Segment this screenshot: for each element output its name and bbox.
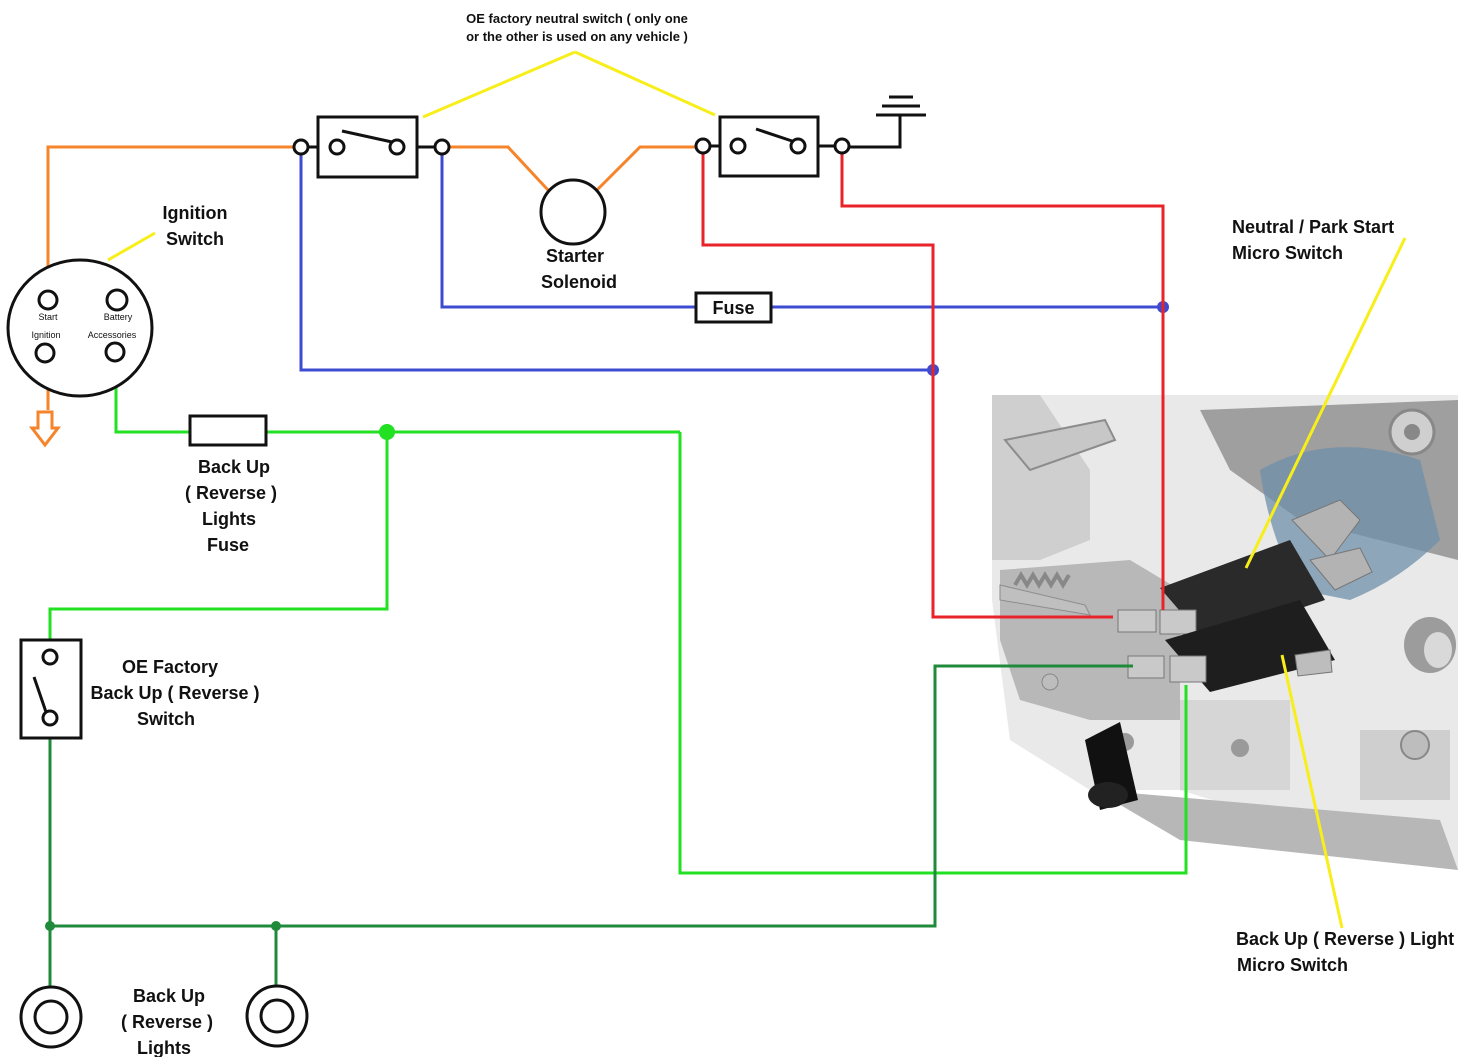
oe-backup-label-line2: Back Up ( Reverse ): [90, 683, 259, 703]
oe-neutral-switch-2: [694, 115, 851, 178]
backup-fuse-label-line4: Fuse: [207, 535, 249, 555]
callout-lines: [107, 50, 1407, 929]
lights-label-line2: ( Reverse ): [121, 1012, 213, 1032]
backup-light-1: [19, 985, 83, 1049]
backup-fuse-label-line2: ( Reverse ): [185, 483, 277, 503]
terminal-start-label: Start: [38, 312, 58, 322]
terminal-battery-label: Battery: [104, 312, 133, 322]
terminal-ignition-label: Ignition: [31, 330, 60, 340]
backup-fuse-label-line3: Lights: [202, 509, 256, 529]
dark-green-junction-2: [271, 921, 281, 931]
backup-micro-label-line2: Micro Switch: [1237, 955, 1348, 975]
oe-backup-label-line1: OE Factory: [122, 657, 218, 677]
terminal-accessories-label: Accessories: [88, 330, 137, 340]
oe-backup-label-line3: Switch: [137, 709, 195, 729]
lights-label-line3: Lights: [137, 1038, 191, 1057]
orange-down-arrow: [28, 410, 62, 448]
bright-green-junction: [379, 424, 395, 440]
ground-symbol: [842, 95, 926, 149]
starter-label-line2: Solenoid: [541, 272, 617, 292]
neutral-micro-label-line2: Micro Switch: [1232, 243, 1343, 263]
fuse-label: Fuse: [712, 298, 754, 318]
backup-fuse-label-line1: Back Up: [198, 457, 270, 477]
backup-micro-label-line1: Back Up ( Reverse ) Light: [1236, 929, 1454, 949]
neutral-micro-label-line1: Neutral / Park Start: [1232, 217, 1394, 237]
text-labels: OE factory neutral switch ( only one or …: [90, 11, 1454, 1058]
starter-label-line1: Starter: [546, 246, 604, 266]
ignition-label-line1: Ignition: [163, 203, 228, 223]
backup-light-2: [245, 984, 309, 1048]
backup-lights-fuse: [188, 414, 268, 447]
oe-neutral-caption-line2: or the other is used on any vehicle ): [466, 29, 688, 44]
backup-micro-switch: [1127, 600, 1335, 692]
lights-label-line1: Back Up: [133, 986, 205, 1006]
oe-neutral-caption-line1: OE factory neutral switch ( only one: [466, 11, 688, 26]
neutral-park-micro-switch: [1117, 540, 1325, 640]
ignition-fuse: Fuse: [694, 291, 773, 324]
red-wires: [701, 147, 1165, 619]
ignition-switch: Start Battery Ignition Accessories: [6, 258, 154, 398]
dark-green-wires: [48, 664, 1133, 990]
starter-solenoid: [539, 178, 607, 246]
blue-wires: [299, 147, 1163, 372]
shifter-photo: [992, 395, 1458, 870]
shifter-knob: [1085, 722, 1138, 810]
oe-backup-switch: [19, 638, 83, 740]
ignition-label-line2: Switch: [166, 229, 224, 249]
oe-neutral-switch-1: [292, 115, 451, 179]
bright-green-wires: [48, 365, 1188, 875]
dark-green-junction-1: [45, 921, 55, 931]
